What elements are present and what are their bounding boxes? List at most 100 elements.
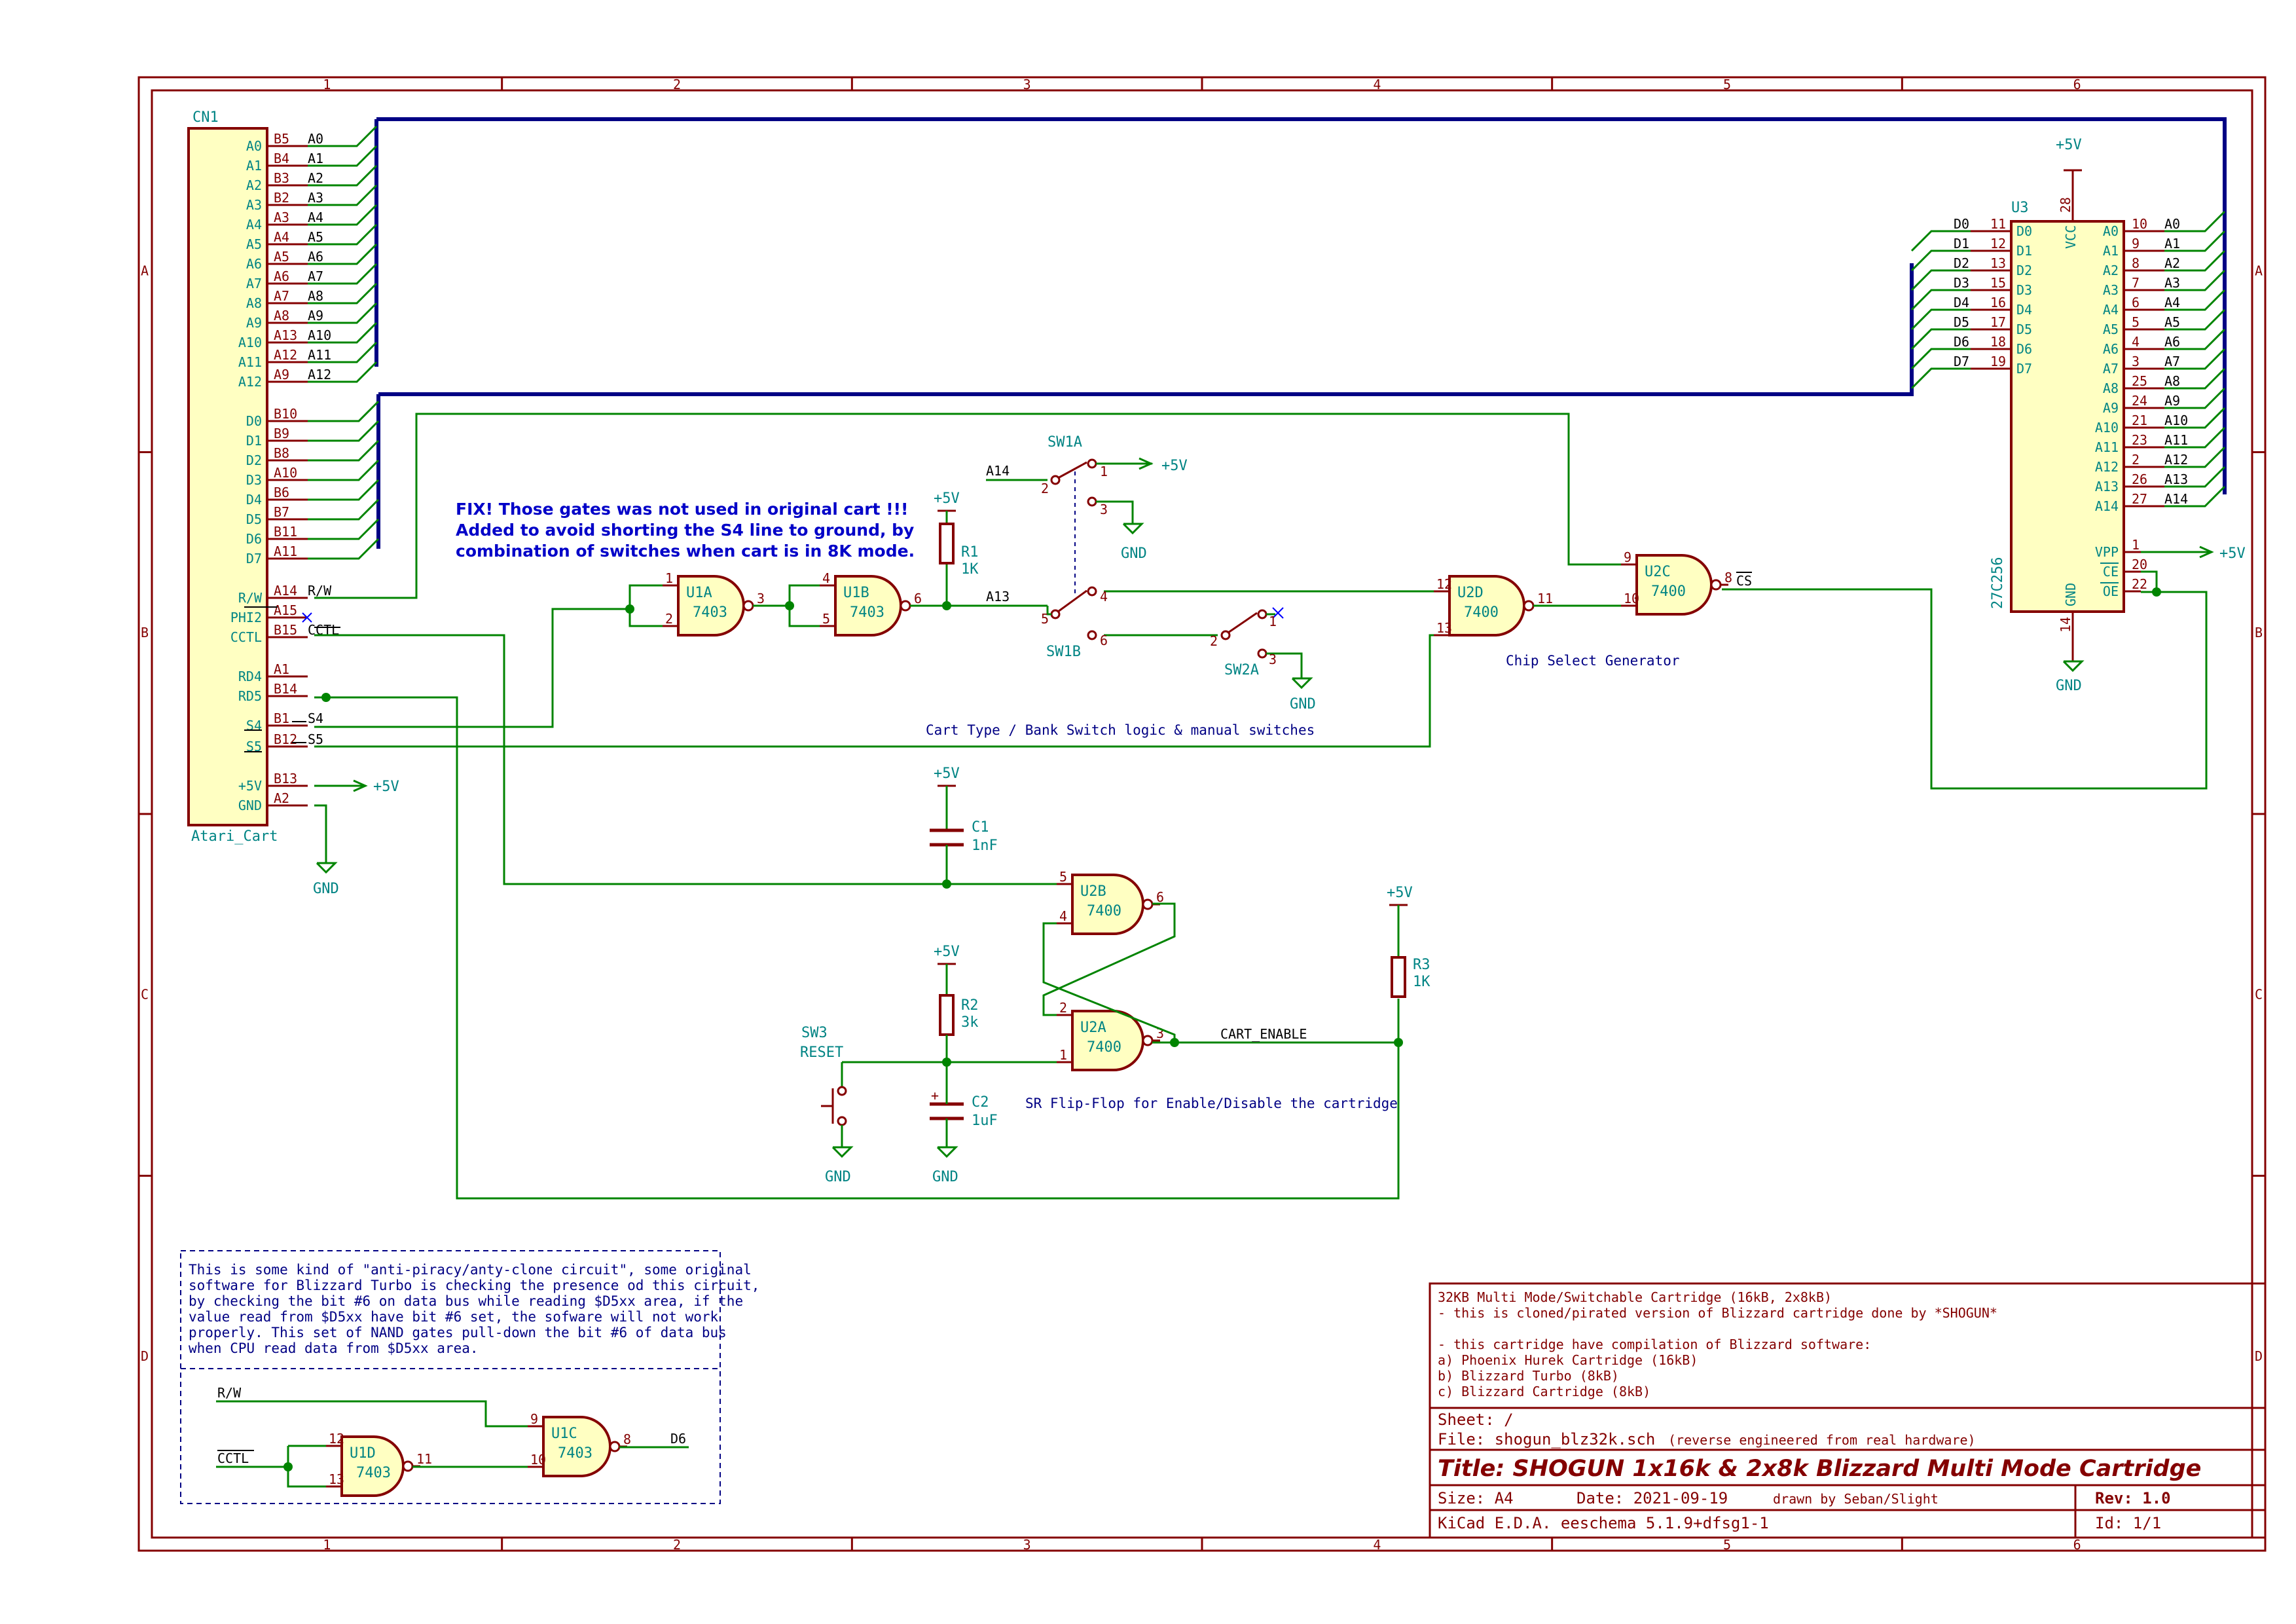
resistor-r3: +5V R3 1K [1387,885,1430,998]
gate-pin-num: 8 [1724,570,1732,585]
u3-addr-pin-name: A13 [2095,479,2119,494]
cn1-pin-num: B6 [274,485,289,500]
cn1-net-label: A8 [308,288,323,304]
svg-text:C2: C2 [972,1094,989,1111]
cn1-pin-name: A4 [246,217,262,232]
cn1-pin-num: B10 [274,406,297,422]
cn1-net-label: A3 [308,190,323,206]
cn1-pin-num: B5 [274,131,289,147]
frame-col-bottom: 1 [323,1537,331,1553]
svg-text:+5V: +5V [934,944,960,960]
svg-text:1K: 1K [1413,974,1430,990]
tb-sheet: Sheet: / [1438,1411,1514,1429]
resistor-r2: +5V R2 3k [934,944,979,1041]
frame-row-left: D [141,1348,149,1364]
u3-data-pin-num: 16 [1990,295,2006,310]
u3-addr-pin-num: 2 [2132,452,2140,468]
u3-data-pin-name: D4 [2016,302,2032,318]
cn1-pin-num: A11 [274,544,297,559]
u3-addr-net: A8 [2164,373,2180,389]
tb-comment-line: - this cartridge have compilation of Bli… [1438,1337,1871,1352]
u3-data-net: D1 [1954,236,1969,251]
fix-note-line: combination of switches when cart is in … [456,542,915,561]
cn1-pin-name: GND [238,798,262,813]
sw1b-ref: SW1B [1046,644,1081,660]
u3-data-pin-name: D7 [2016,361,2032,377]
frame-row-right: A [2255,263,2263,278]
net-a14: A14 [986,463,1010,479]
cn1-pin-name: A5 [246,236,262,252]
u3-addr-pin-num: 5 [2132,314,2140,330]
notes: FIX! Those gates was not used in origina… [456,500,1680,1111]
cn1-ref: CN1 [192,109,219,126]
net-cs: CS [1736,573,1752,589]
gate-pin-num: 6 [1156,889,1164,905]
u3-addr-net: A14 [2164,491,2188,507]
svg-text:+: + [931,1088,939,1103]
cn1-pin-num: B14 [274,681,297,697]
frame-row-left: B [141,625,149,640]
u3-addr-net: A7 [2164,354,2180,369]
u3-data-pin-name: D2 [2016,263,2032,278]
cn1-net-label: A6 [308,249,323,265]
tb-comment-line: a) Phoenix Hurek Cartridge (16kB) [1438,1352,1698,1368]
svg-text:1nF: 1nF [972,838,998,854]
u3-addr-pin-name: A3 [2103,282,2119,298]
cn1-net-label: A4 [308,210,323,225]
gate-ref: U1D [350,1445,376,1462]
u3-addr-net: A4 [2164,295,2180,310]
u3-addr-net: A6 [2164,334,2180,350]
eprom-u3: U3 27C256 D011D0D112D1D213D2D315D3D416D4… [1910,137,2246,694]
u3-vpp-label: +5V [2219,545,2246,562]
frame-col-bottom: 2 [673,1537,681,1553]
svg-text:3: 3 [1100,502,1108,517]
u3-addr-net: A5 [2164,314,2180,330]
gate-pin-num: 4 [822,570,830,586]
u3-value: 27C256 [1990,557,2006,609]
u3-addr-pin-name: A2 [2103,263,2119,278]
cn1-pin-name: A10 [238,335,262,350]
u3-addr-pin-num: 7 [2132,275,2140,291]
cn1-net-label: A7 [308,268,323,284]
tb-tool: KiCad E.D.A. eeschema 5.1.9+dfsg1-1 [1438,1514,1769,1532]
cn1-pin-num: A7 [274,288,289,304]
cn1-pin-num: A8 [274,308,289,323]
u3-addr-net: A3 [2164,275,2180,291]
cn1-pin-num: B8 [274,445,289,461]
u3-addr-pin-num: 10 [2132,216,2147,232]
svg-text:1uF: 1uF [972,1113,998,1129]
gate-pin-num: 10 [530,1452,546,1467]
u3-addr-net: A0 [2164,216,2180,232]
gate-value: 7400 [1651,583,1686,600]
svg-text:4: 4 [1100,589,1108,604]
sr-flipflop-label: SR Flip-Flop for Enable/Disable the cart… [1025,1096,1398,1111]
sw3-ref: SW3 [801,1025,828,1041]
fix-note-line: FIX! Those gates was not used in origina… [456,500,908,519]
net-rw-anti: R/W [217,1385,242,1401]
svg-text:R1: R1 [961,544,979,561]
junctions [283,587,2161,1471]
svg-text:6: 6 [1100,633,1108,648]
cn1-pin-name: +5V [238,778,262,794]
gate-pin-num: 11 [416,1451,432,1467]
u3-ctl-pin-name: VPP [2095,544,2119,560]
gate-pin-num: 13 [329,1471,344,1487]
anti-piracy-box: This is some kind of "anti-piracy/anty-c… [180,1250,759,1504]
u3-ctl-pin-num: 22 [2132,576,2147,592]
cn1-pin-name: A0 [246,138,262,154]
u3-addr-pin-num: 9 [2132,236,2140,251]
u3-data-net: D2 [1954,255,1969,271]
u3-addr-pin-name: A0 [2103,223,2119,239]
u3-addr-pin-num: 3 [2132,354,2140,369]
gate-pin-num: 12 [329,1431,344,1447]
gate-value: 7400 [1087,1039,1121,1056]
gate-value: 7403 [850,604,884,621]
cn1-pin-name: A3 [246,197,262,213]
resistor-r1: +5V R1 1K [934,490,979,578]
cn1-pin-num: A12 [274,347,297,363]
u3-ctl-pin-num: 1 [2132,537,2140,553]
u3-data-pin-num: 17 [1990,314,2006,330]
